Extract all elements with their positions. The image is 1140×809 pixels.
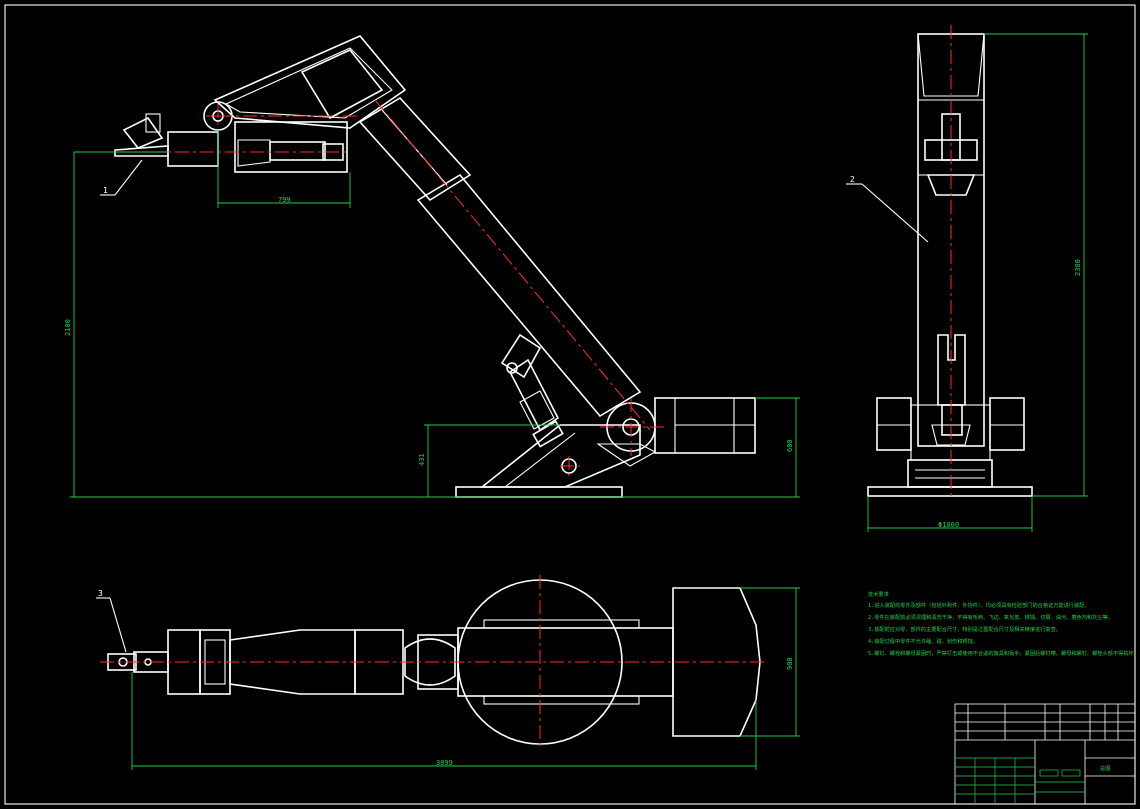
plan-view: 900 3899 3 bbox=[96, 575, 800, 770]
note-line-2: 2.零件在装配前必须清理和清洗干净，不得有毛刺、飞边、氧化皮、锈蚀、切屑、油污、… bbox=[868, 613, 1113, 621]
dim-plan-length: 3899 bbox=[436, 759, 453, 767]
note-line-3: 3.装配前应对零、部件的主要配合尺寸，特别是过盈配合尺寸及相关精度进行复查。 bbox=[868, 625, 1061, 633]
plan-lower-boom bbox=[457, 627, 674, 697]
title-block: 总图 bbox=[954, 703, 1136, 805]
side-view: 799 2100 431 600 1 bbox=[64, 35, 800, 498]
notes-title: 技术要求 bbox=[868, 590, 890, 598]
dim-base-height: 600 bbox=[786, 439, 794, 452]
part-label-2: 2 bbox=[850, 175, 855, 184]
note-line-5: 5.螺钉、螺栓和螺母紧固时，严禁打击或使用不合适的旋具和扳手。紧固后螺钉槽、螺母… bbox=[868, 649, 1139, 657]
title-block-name: 总图 bbox=[1100, 764, 1110, 772]
lift-cylinder-clevis bbox=[500, 333, 542, 379]
gripper-body bbox=[122, 116, 164, 149]
dim-total-height: 2100 bbox=[64, 319, 72, 336]
gripper-jaw bbox=[114, 145, 169, 157]
base-support bbox=[479, 424, 641, 488]
base-plate bbox=[455, 486, 623, 498]
note-line-4: 4.装配过程中零件不允许磕、碰、划伤和锈蚀。 bbox=[868, 637, 978, 645]
dim-front-height: 2380 bbox=[1074, 259, 1082, 276]
upper-boom bbox=[358, 96, 472, 202]
note-line-1: 1.进入装配的零件及部件（包括外购件、外协件），均必须具有检验部门的合格证方能进… bbox=[868, 601, 1090, 609]
dim-plan-width: 900 bbox=[786, 657, 794, 670]
dim-arm-reach: 799 bbox=[278, 196, 291, 204]
part-label-3: 3 bbox=[98, 589, 103, 598]
forearm-housing bbox=[234, 121, 348, 173]
front-left-block bbox=[876, 397, 912, 451]
front-right-block bbox=[989, 397, 1025, 451]
drawing-frame bbox=[4, 4, 1136, 805]
forearm-cylinder bbox=[269, 141, 326, 161]
part-label-1: 1 bbox=[103, 186, 108, 195]
lower-boom bbox=[416, 173, 642, 418]
plan-counterweight bbox=[672, 587, 761, 737]
front-base-plate bbox=[867, 486, 1033, 497]
lift-cylinder-body bbox=[508, 358, 560, 432]
front-view: 2380 Φ1000 2 bbox=[846, 25, 1088, 532]
wrist-block bbox=[167, 131, 219, 167]
dim-pivot-height: 431 bbox=[418, 453, 426, 466]
technical-notes: 技术要求 1.进入装配的零件及部件（包括外购件、外协件），均必须具有检验部门的合… bbox=[868, 590, 1139, 657]
dim-base-diameter: Φ1000 bbox=[938, 521, 959, 529]
